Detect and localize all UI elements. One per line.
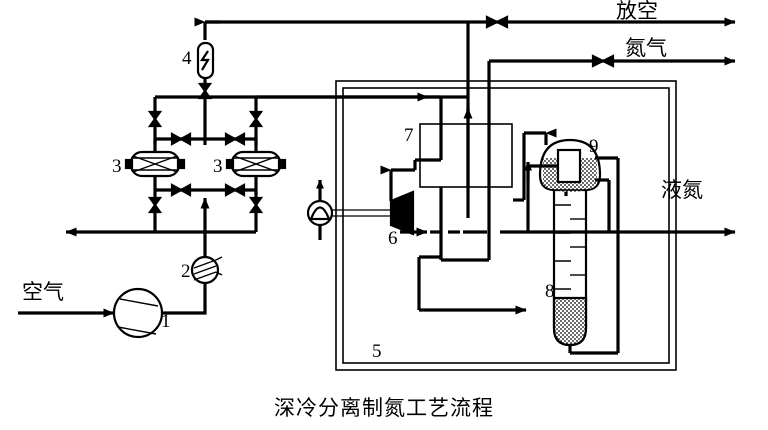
- valve-upper-right: [224, 132, 246, 146]
- condenser-coolant-inlet: [524, 161, 558, 232]
- turbo-expander-6: [389, 190, 415, 236]
- adsorber-left-3: [124, 139, 186, 205]
- label-nitrogen-gas: 氮气: [625, 36, 667, 60]
- expander-inlet-riser: [380, 158, 441, 201]
- coldbox-waste-return: [417, 255, 527, 315]
- expander-shaft: [332, 209, 391, 217]
- valve-lower-right: [224, 183, 246, 197]
- cold-box-enclosure: [335, 80, 677, 371]
- valve-right-bottom: [248, 196, 264, 214]
- valve-vent: [485, 15, 509, 29]
- valve-right-top: [248, 110, 264, 128]
- tag-3-adsorber-left: 3: [112, 156, 122, 177]
- adsorber-right-3: [225, 139, 287, 205]
- label-feed-air: 空气: [22, 280, 64, 304]
- label-liquid-nitrogen: 液氮: [661, 178, 703, 202]
- expander-booster-blower: [306, 179, 334, 240]
- valve-left-bottom: [147, 196, 163, 214]
- valve-nitrogen: [591, 54, 615, 68]
- tag-9-condenser: 9: [589, 136, 599, 157]
- aftercooler-2: [190, 255, 223, 285]
- hx7-bottom-return: [441, 187, 491, 262]
- vent-line: [194, 17, 736, 40]
- electric-heater-4: [196, 41, 215, 97]
- tag-7-heat-exchanger: 7: [404, 125, 414, 146]
- diagram-title: 深冷分离制氮工艺流程: [274, 396, 494, 420]
- compressor-discharge: [162, 283, 207, 315]
- tag-5-coldbox: 5: [372, 341, 382, 362]
- tag-3-adsorber-right: 3: [213, 156, 223, 177]
- distillation-column-8: [552, 173, 588, 347]
- tag-4-heater: 4: [182, 48, 192, 69]
- tag-1-compressor: 1: [161, 311, 171, 332]
- main-heat-exchanger-7: [419, 123, 513, 188]
- tag-2-cooler: 2: [181, 261, 191, 282]
- tag-8-column: 8: [545, 281, 555, 302]
- valve-left-top: [147, 110, 163, 128]
- condenser-vapor-outlet: [513, 128, 557, 202]
- label-vent: 放空: [616, 0, 658, 23]
- valve-lower-left: [170, 183, 192, 197]
- tag-6-expander: 6: [388, 228, 398, 249]
- clean-air-into-coldbox: [256, 92, 443, 124]
- column-bottoms-loop: [568, 313, 620, 355]
- air-compressor-1: [112, 287, 164, 339]
- valve-upper-left: [170, 132, 192, 146]
- nitrogen-gas-riser: [595, 156, 620, 313]
